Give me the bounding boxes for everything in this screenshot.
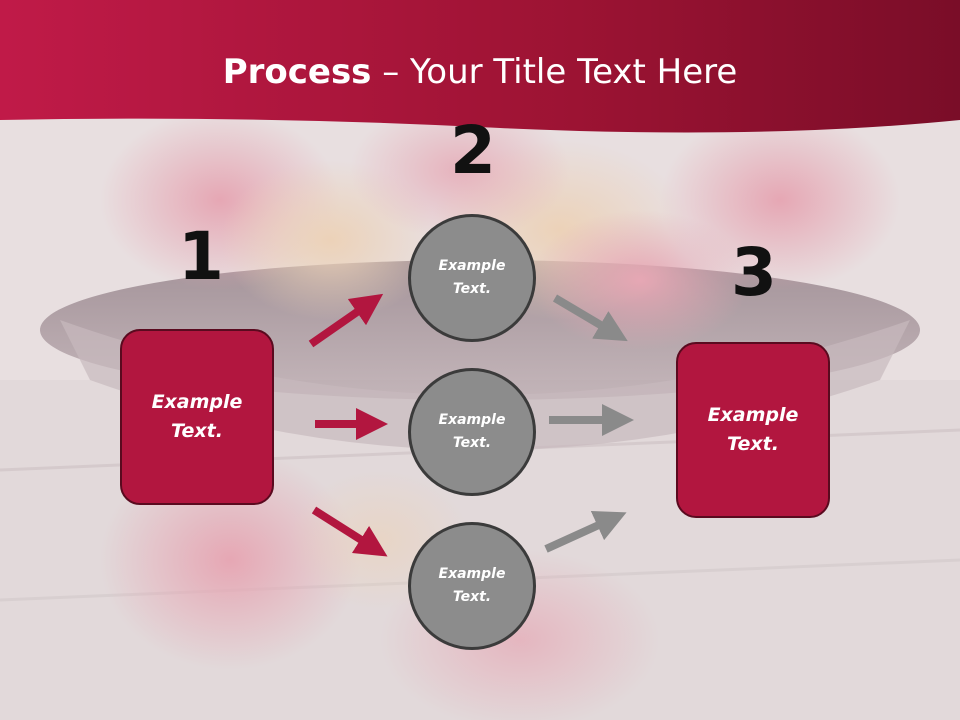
step-number-3: 3 [731,234,777,311]
arrow-bottom-to-right [544,511,627,553]
title-bold: Process [222,52,372,92]
circle-bottom-text: Example Text. [438,566,506,605]
circle-bottom[interactable]: Example Text. [408,522,536,650]
title-banner [0,0,960,133]
page-title: Process – Your Title Text Here [0,52,960,92]
step-number-2: 2 [450,112,496,189]
left-step-text: Example Text. [151,391,243,442]
arrow-top-to-right [552,294,628,342]
right-step-text: Example Text. [707,404,799,455]
circle-top-text: Example Text. [438,258,506,297]
right-step-box[interactable]: Example Text. [676,342,830,518]
circle-top[interactable]: Example Text. [408,214,536,342]
circle-middle[interactable]: Example Text. [408,368,536,496]
arrow-left-to-top [308,293,384,348]
arrow-left-to-bottom [311,506,388,557]
circle-middle-text: Example Text. [438,412,506,451]
title-rest: – Your Title Text Here [371,52,738,92]
step-number-1: 1 [178,218,224,295]
left-step-box[interactable]: Example Text. [120,329,274,505]
